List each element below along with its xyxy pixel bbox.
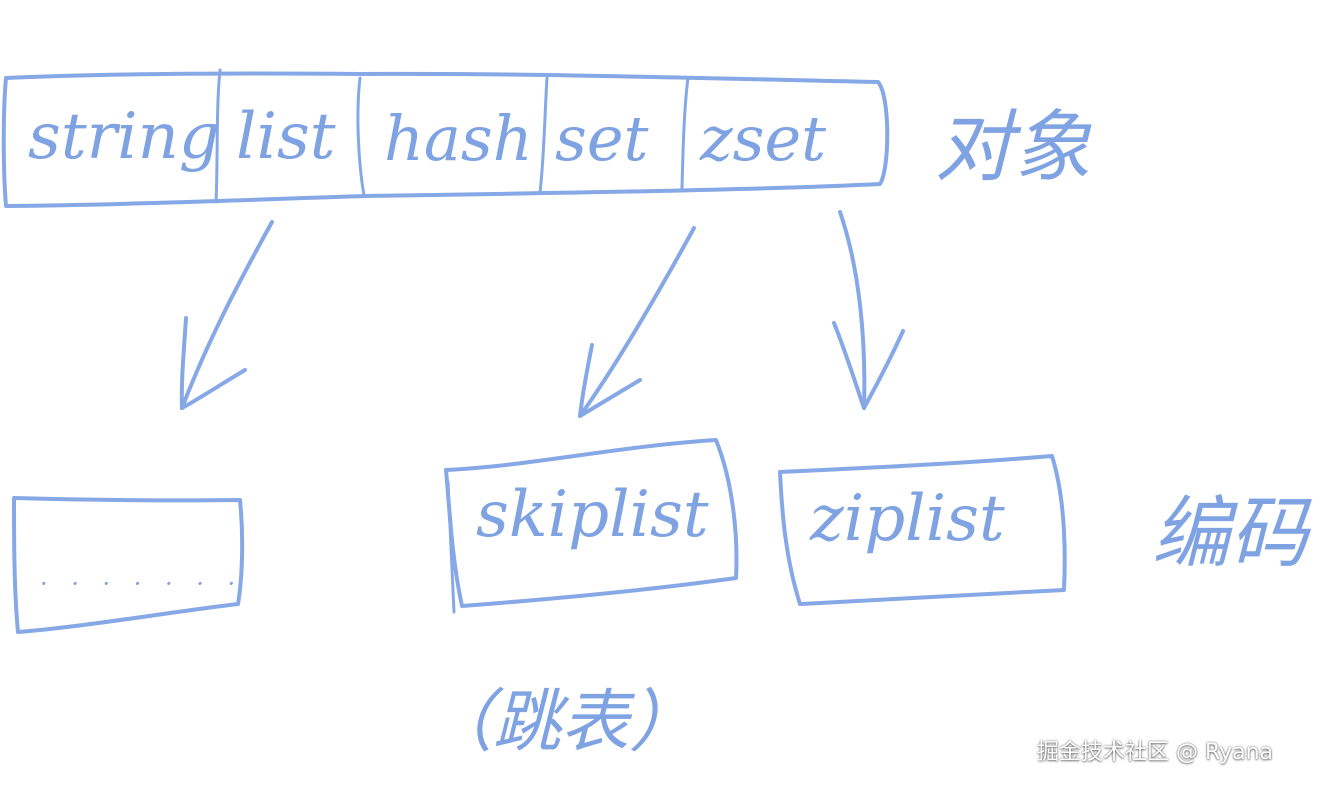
object-string-label: string xyxy=(28,100,220,174)
arrow-list-head-right xyxy=(180,368,247,410)
skiplist-box xyxy=(444,438,739,608)
arrow-skiplist-head-left xyxy=(578,343,594,418)
arrow-zset-to-skiplist xyxy=(578,226,696,418)
blank-encoding-box xyxy=(12,496,245,634)
watermark-text: 掘金技术社区 @ Ryana xyxy=(1037,740,1273,765)
blank-encoding-dots: · · · · · · · xyxy=(40,570,243,598)
arrow-ziplist-head-right xyxy=(862,329,905,410)
object-hash-label: hash xyxy=(384,102,533,175)
object-zset-label: zset xyxy=(699,102,826,175)
divider-1 xyxy=(214,68,222,204)
skiplist-note: （跳表） xyxy=(425,683,697,762)
objects-side-label: 对象 xyxy=(935,103,1092,193)
divider-3 xyxy=(538,76,549,194)
object-row-box xyxy=(1,71,890,208)
arrow-list-to-encoding xyxy=(180,220,274,410)
object-set-label: set xyxy=(555,102,649,175)
divider-4 xyxy=(680,76,690,190)
arrow-list-head-left xyxy=(179,316,188,410)
divider-2 xyxy=(356,76,366,198)
skiplist-label: skiplist xyxy=(476,478,709,552)
skiplist-box-tick xyxy=(446,480,456,614)
arrow-ziplist-head-left xyxy=(832,321,866,410)
ziplist-box xyxy=(778,454,1067,606)
encoding-side-label: 编码 xyxy=(1152,489,1312,579)
object-list-label: list xyxy=(236,100,336,174)
arrow-zset-to-ziplist xyxy=(838,210,867,410)
arrow-skiplist-head-right xyxy=(578,378,642,418)
ziplist-label: ziplist xyxy=(809,482,1005,556)
